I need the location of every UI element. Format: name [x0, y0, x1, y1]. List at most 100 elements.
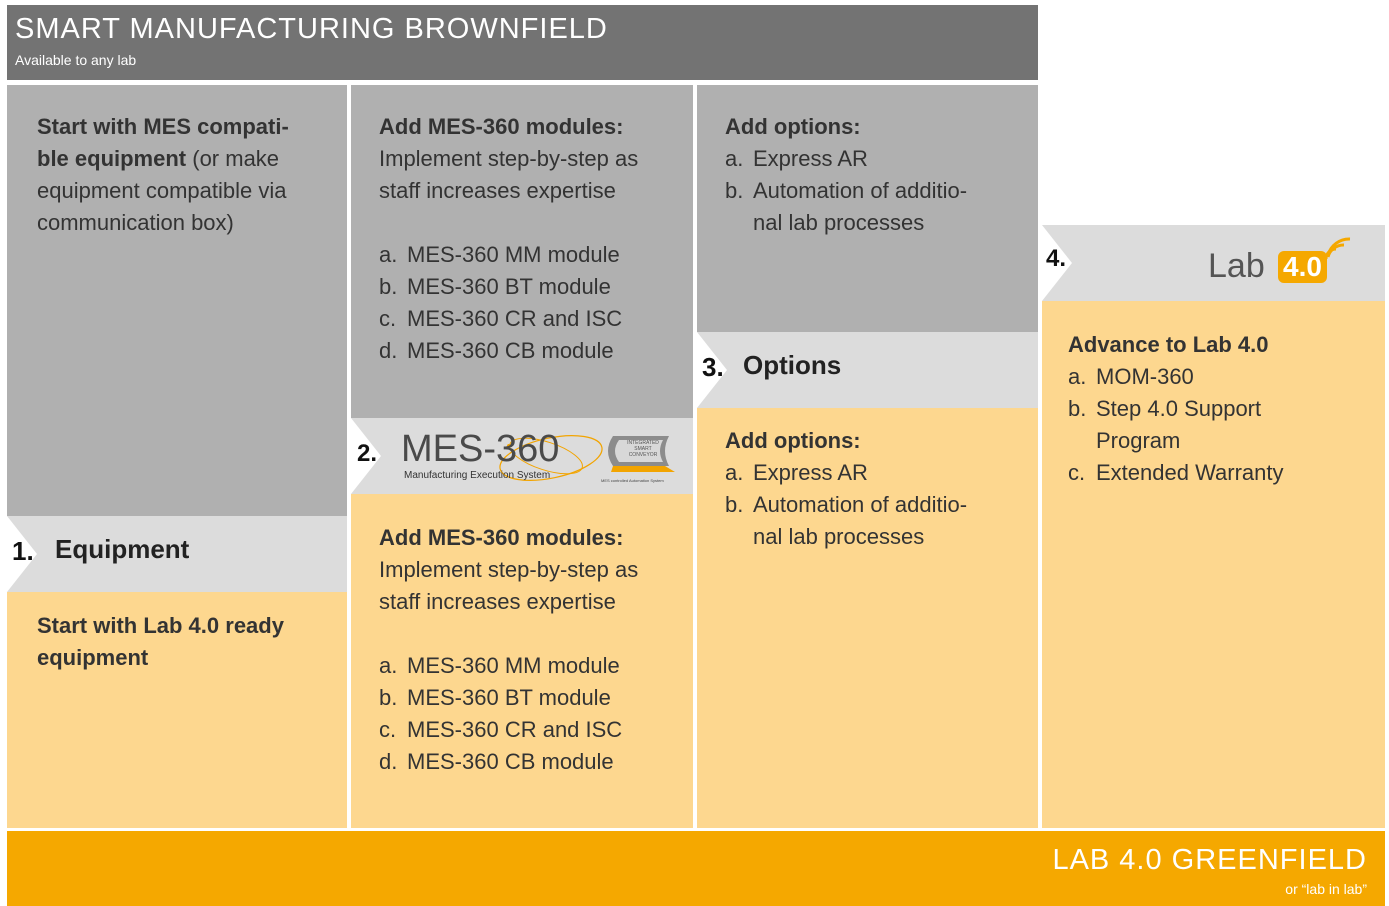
list-text: Automation of additio-	[753, 492, 968, 517]
list-marker: c.	[379, 306, 397, 331]
col2-intro-2-bottom: staff increases expertise	[379, 589, 616, 614]
col1-brownfield-panel: Start with MES compati- ble equipment (o…	[7, 85, 347, 516]
col4-item-b-cont: Program	[1068, 425, 1368, 457]
col4-item-c: c. Extended Warranty	[1068, 457, 1368, 489]
col2-top-item: d. MES-360 CB module	[379, 335, 689, 367]
list-marker: a.	[379, 242, 398, 267]
conveyor-badge-icon	[608, 436, 675, 472]
list-text: MES-360 BT module	[407, 685, 611, 710]
col3-top-item-b-cont: nal lab processes	[725, 207, 1025, 239]
badge-line-3: CONVEYOR	[628, 452, 658, 458]
list-text: Step 4.0 Support	[1096, 396, 1262, 421]
brownfield-title: SMART MANUFACTURING BROWNFIELD	[15, 13, 608, 45]
col3-step-number: 3.	[702, 352, 724, 382]
lab40-logo-badge: 4.0	[1278, 251, 1327, 283]
col4-greenfield-panel: Advance to Lab 4.0 a. MOM-360 b. Step 4.0 …	[1042, 301, 1385, 828]
col1-step-band: 1. Equipment	[7, 516, 347, 592]
badge-line-1: INTEGRATED	[627, 440, 659, 446]
col3-top-item-b: b. Automation of additio-	[725, 175, 1025, 207]
list-marker: b.	[1068, 396, 1087, 421]
list-marker: a.	[725, 146, 744, 171]
list-text: Extended Warranty	[1096, 460, 1284, 485]
col3-bottom-item-a: a. Express AR	[725, 457, 1025, 489]
col4-notch	[1042, 225, 1072, 301]
list-text: MOM-360	[1096, 364, 1194, 389]
col4-item-b: b. Step 4.0 Support	[1068, 393, 1368, 425]
list-marker: b.	[379, 274, 398, 299]
col3-heading-bottom: Add options:	[725, 428, 861, 453]
list-text: MES-360 CR and ISC	[407, 717, 623, 742]
list-marker: d.	[379, 749, 398, 774]
list-marker: a.	[379, 653, 398, 678]
col2-heading-top: Add MES-360 modules:	[379, 114, 624, 139]
list-text: Program	[1096, 428, 1181, 453]
mes360-logo: MES-360 Manufacturing Execution System	[401, 426, 621, 486]
col3-heading-top: Add options:	[725, 114, 861, 139]
col1-line-3: equipment compatible via	[37, 178, 287, 203]
list-marker: a.	[1068, 364, 1087, 389]
col2-heading-bottom: Add MES-360 modules:	[379, 525, 624, 550]
list-marker: d.	[379, 338, 398, 363]
list-marker: c.	[379, 717, 397, 742]
col2-notch	[351, 418, 381, 494]
mes360-orbit-graphic	[499, 435, 603, 481]
col2-top-item: c. MES-360 CR and ISC	[379, 303, 689, 335]
col2-bottom-item: d. MES-360 CB module	[379, 746, 689, 778]
col3-bottom-item-b: b. Automation of additio-	[725, 489, 1025, 521]
col2-top-item: b.MES-360 BT module	[379, 271, 689, 303]
list-text: MES-360 MM module	[407, 653, 620, 678]
mes360-logo-main: MES-360	[401, 428, 560, 470]
lab40-logo-word: Lab	[1208, 247, 1265, 285]
list-marker: b.	[725, 178, 744, 203]
col2-intro-1-top: Implement step-by-step as	[379, 146, 639, 171]
col1-green-line-1: Start with Lab 4.0 ready	[37, 613, 284, 638]
badge-line-2: SMART	[634, 446, 652, 452]
greenfield-subtitle: or “lab in lab”	[1285, 881, 1367, 897]
smart-conveyor-badge: INTEGRATED SMART CONVEYOR MES controlled…	[601, 426, 681, 488]
col4-heading: Advance to Lab 4.0	[1068, 332, 1269, 357]
greenfield-title: LAB 4.0 GREENFIELD	[1052, 844, 1367, 876]
col1-bold-line-2: ble equipment	[37, 146, 187, 171]
col2-step-band: 2. MES-360 Manufacturing Execution Syste…	[351, 418, 693, 494]
col4-item-a: a. MOM-360	[1068, 361, 1368, 393]
col3-greenfield-panel: Add options: a. Express AR b. Automation o…	[697, 408, 1038, 828]
col2-top-item: a. MES-360 MM module	[379, 239, 689, 271]
col1-green-line-2: equipment	[37, 645, 149, 670]
col3-top-item-a: a. Express AR	[725, 143, 1025, 175]
brownfield-subtitle: Available to any lab	[15, 52, 137, 68]
col4-step-band: 4. Lab 4.0	[1042, 225, 1385, 301]
list-text: nal lab processes	[753, 524, 925, 549]
badge-caption: MES controlled Automation System	[601, 478, 664, 483]
list-marker: c.	[1068, 460, 1086, 485]
col3-notch	[697, 332, 727, 408]
col2-intro-2-top: staff increases expertise	[379, 178, 616, 203]
col1-rest-line-2: (or make	[186, 146, 280, 171]
list-text: Automation of additio-	[753, 178, 968, 203]
col2-bottom-item: c. MES-360 CR and ISC	[379, 714, 689, 746]
col2-greenfield-panel: Add MES-360 modules: Implement step-by-s…	[351, 494, 693, 828]
col1-line-4: communication box)	[37, 210, 234, 235]
list-text: MES-360 CB module	[407, 338, 614, 363]
col2-bottom-item: a. MES-360 MM module	[379, 650, 689, 682]
col3-step-band: 3. Options	[697, 332, 1038, 408]
brownfield-header: SMART MANUFACTURING BROWNFIELD Available…	[7, 5, 1038, 80]
list-marker: b.	[725, 492, 744, 517]
list-text: nal lab processes	[753, 210, 925, 235]
col1-step-number: 1.	[12, 536, 34, 566]
list-text: Express AR	[753, 460, 868, 485]
list-marker: b.	[379, 685, 398, 710]
list-text: Express AR	[753, 146, 868, 171]
list-text: MES-360 CR and ISC	[407, 306, 623, 331]
list-marker: a.	[725, 460, 744, 485]
col2-bottom-item: b. MES-360 BT module	[379, 682, 689, 714]
col3-bottom-item-b-cont: nal lab processes	[725, 521, 1025, 553]
wifi-signal-icon	[1324, 237, 1351, 260]
list-text: MES-360 CB module	[407, 749, 614, 774]
col1-greenfield-panel: Start with Lab 4.0 ready equipment	[7, 592, 347, 828]
col1-step-title: Equipment	[55, 534, 190, 564]
col1-notch	[7, 516, 37, 592]
greenfield-footer: LAB 4.0 GREENFIELD or “lab in lab”	[7, 831, 1385, 906]
col2-step-number: 2.	[357, 440, 378, 467]
col1-bold-line-1: Start with MES compati-	[37, 114, 289, 139]
list-text: MES-360 MM module	[407, 242, 620, 267]
